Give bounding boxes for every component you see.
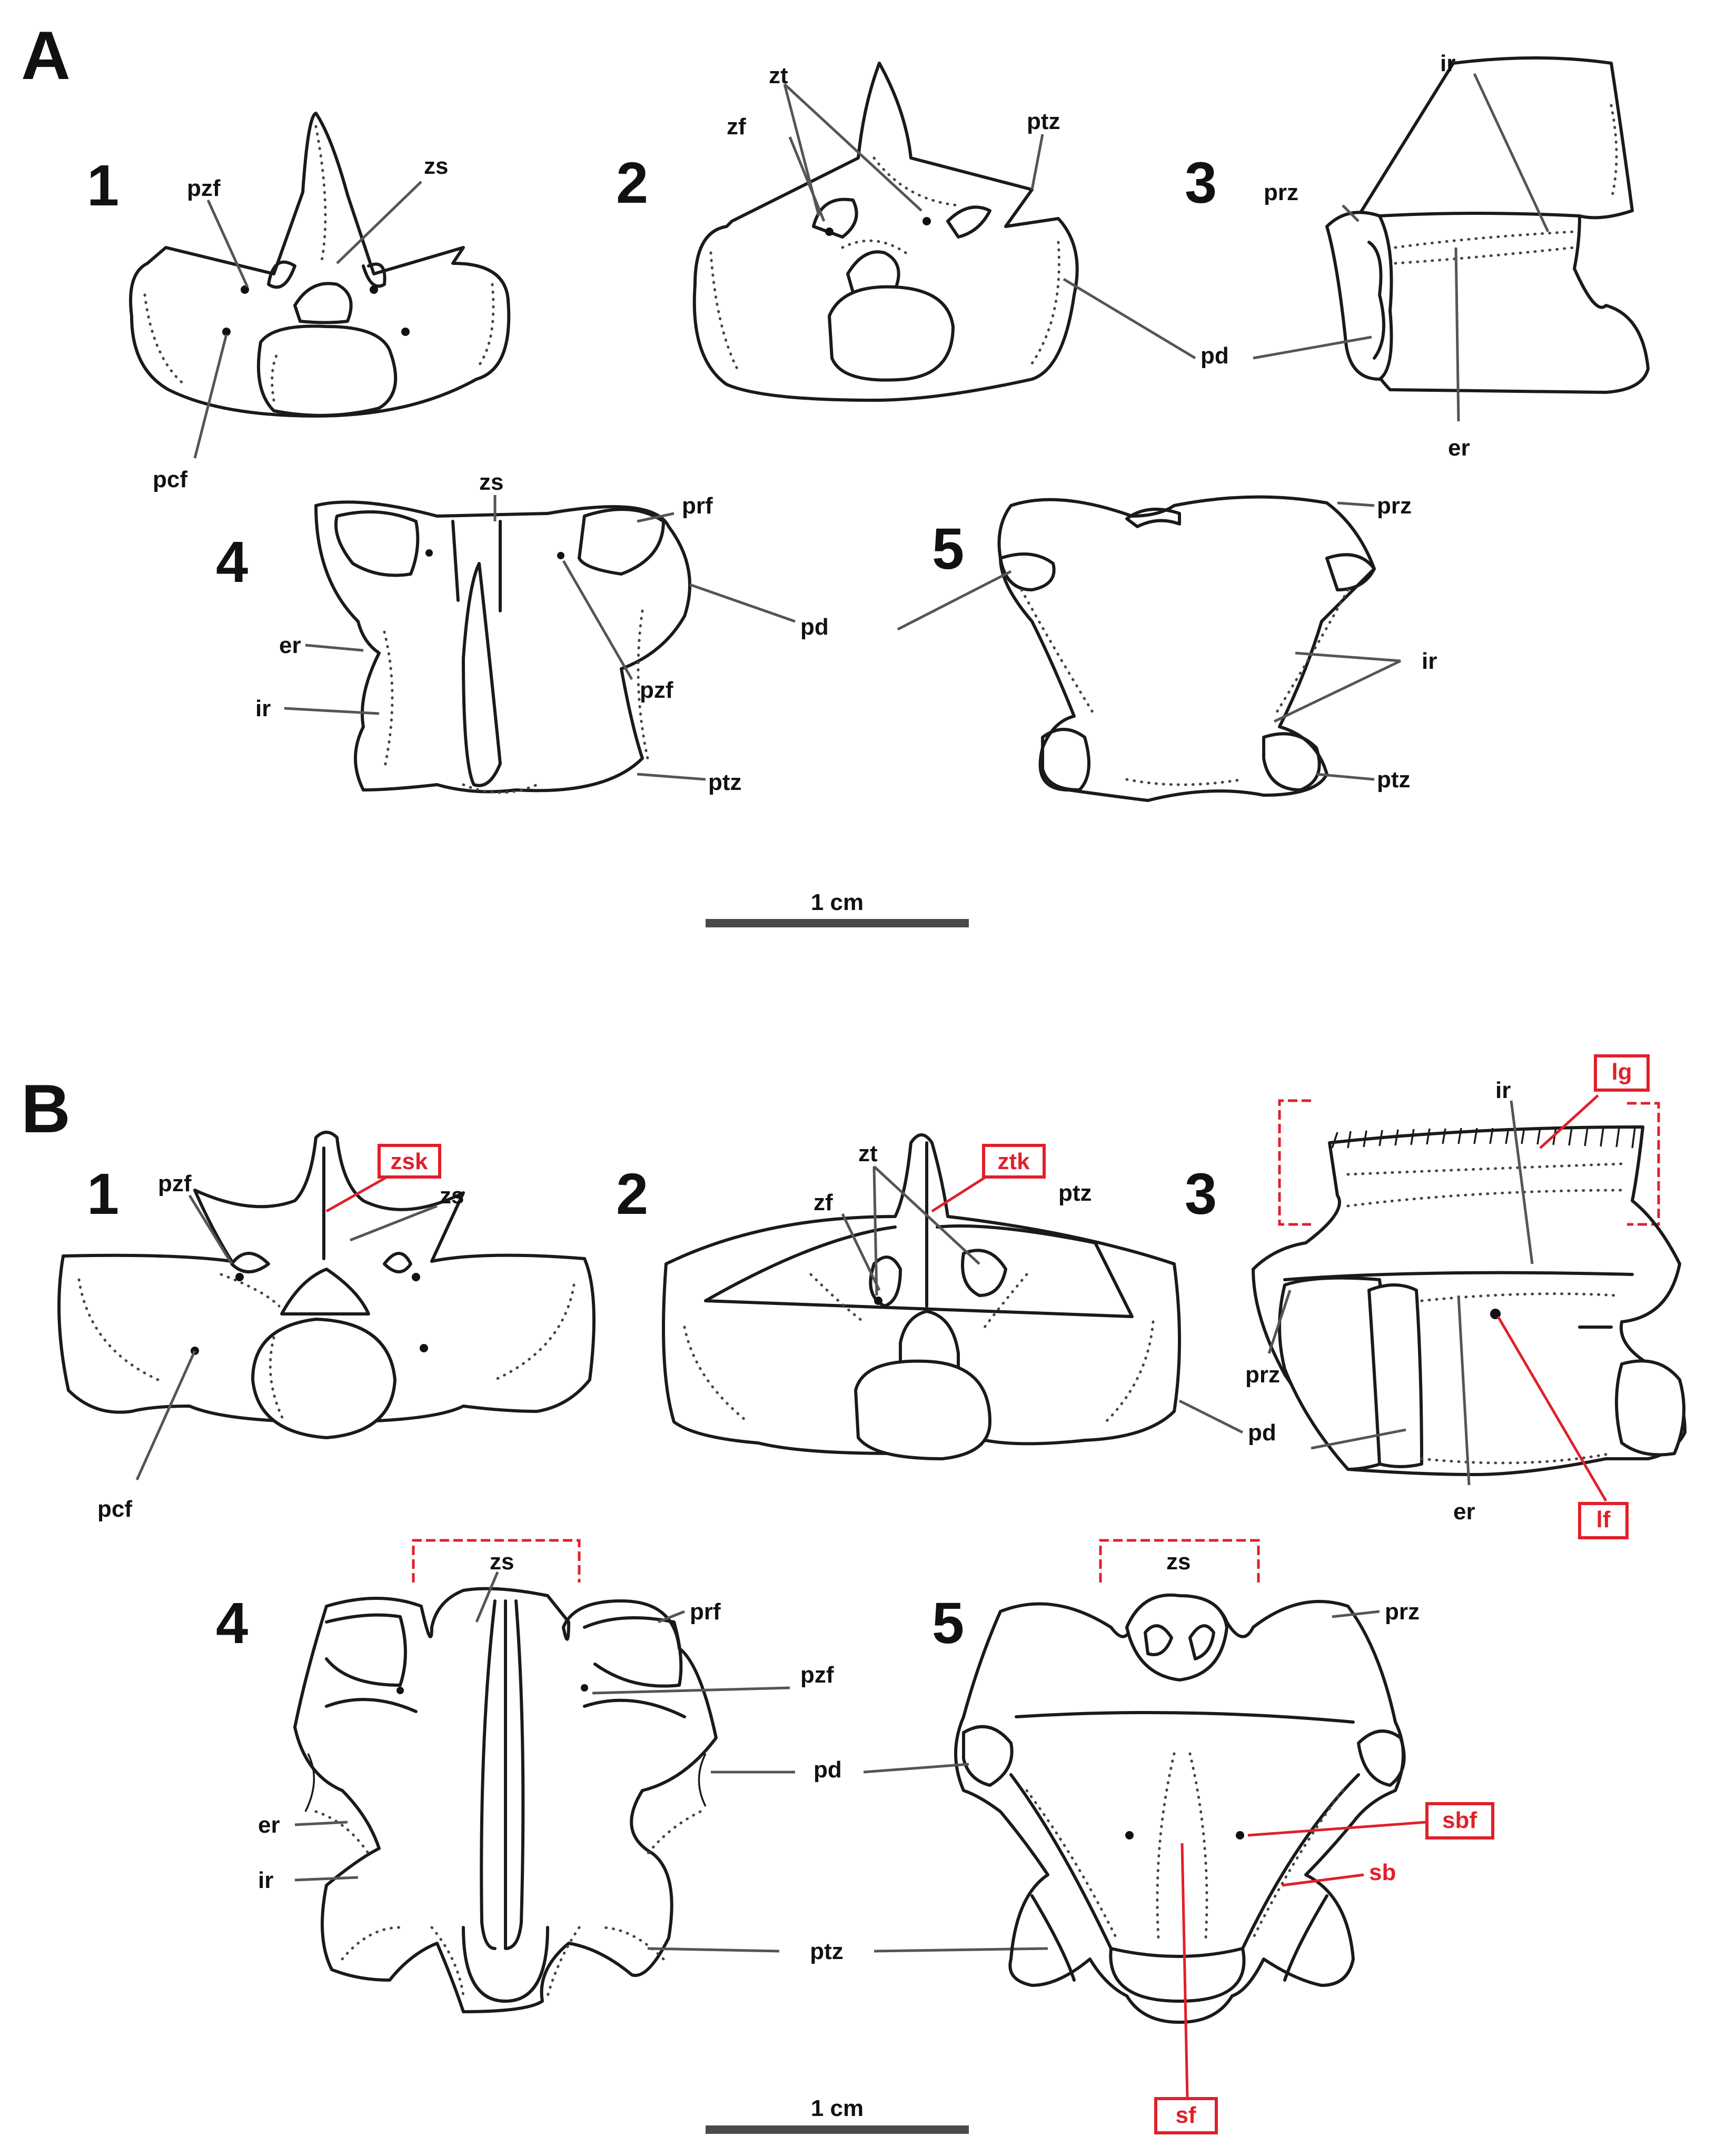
panel-b: B 1 pzf zs pcf zsk 2 (21, 1054, 1687, 2134)
b5-label-sb: sb (1369, 1860, 1396, 1885)
a2-label-pd: pd (1201, 343, 1229, 369)
a4-label-prf: prf (682, 493, 713, 519)
a1-label-pzf: pzf (187, 175, 221, 201)
b5-label-sf: sf (1175, 2102, 1196, 2128)
b1-label-pcf: pcf (97, 1496, 132, 1522)
panel-a-view-3: 3 ir prz er (1185, 51, 1650, 461)
panel-b-view-5: 5 prz zs sbf sb sf (863, 1539, 1494, 2134)
b2-outline (662, 1133, 1181, 1456)
b4-label-ir: ir (258, 1867, 273, 1893)
panel-b-view-2-number: 2 (616, 1162, 648, 1227)
b3-label-prz: prz (1245, 1362, 1280, 1388)
a4-outline (314, 500, 691, 794)
a5-label-ptz: ptz (1377, 767, 1411, 793)
b1-label-zsk: zsk (391, 1149, 428, 1174)
panel-b-view-3-number: 3 (1185, 1162, 1217, 1227)
panel-a-view-1: 1 pzf zs pcf (87, 112, 511, 492)
b5-label-prz: prz (1385, 1599, 1420, 1625)
panel-a-view-3-number: 3 (1185, 151, 1217, 215)
b4-outline (293, 1587, 718, 2013)
panel-a-scale-bar: 1 cm (706, 889, 969, 927)
b3-condyle (1615, 1359, 1685, 1457)
a4-label-pzf: pzf (640, 677, 673, 703)
b2-label-ptz: ptz (1058, 1180, 1092, 1206)
a4-label-er: er (279, 632, 301, 658)
panel-b-view-5-number: 5 (932, 1591, 964, 1656)
b1-cotyle (251, 1318, 396, 1439)
panel-a-view-5-number: 5 (932, 517, 964, 581)
b4-label-ptz: ptz (810, 1939, 844, 1964)
a1-neural-canal (293, 282, 353, 324)
a4-label-ptz: ptz (708, 769, 742, 795)
panel-a-view-5: 5 prz ir ptz (897, 493, 1437, 802)
a-scale-bar-label: 1 cm (811, 889, 864, 915)
a1-label-zs: zs (424, 153, 448, 179)
a4-label-pd: pd (800, 614, 829, 640)
panel-a: A 1 pzf zs pcf 2 (21, 17, 1650, 927)
a4-label-zs: zs (479, 469, 503, 495)
panel-b-view-1: 1 pzf zs pcf zsk (57, 1131, 596, 1522)
a2-outline (692, 62, 1079, 402)
panel-a-view-4-number: 4 (216, 530, 248, 595)
b3-label-ir: ir (1495, 1077, 1511, 1103)
a1-cotyle (256, 324, 398, 417)
a3-prezygapophysis (1325, 211, 1393, 381)
b1-neural-canal (280, 1268, 370, 1316)
panel-b-view-1-number: 1 (87, 1162, 119, 1227)
a2-label-ptz: ptz (1027, 108, 1060, 134)
b4-label-er: er (258, 1812, 280, 1838)
b2-label-zf: zf (814, 1190, 833, 1215)
b-scale-bar-label: 1 cm (811, 2095, 864, 2121)
a3-outline (1346, 56, 1650, 394)
b3-label-er: er (1453, 1499, 1475, 1525)
b1-outline (57, 1131, 596, 1423)
b2-label-zt: zt (858, 1141, 878, 1166)
panel-b-view-4: 4 zs prf pzf pd er ir (216, 1539, 1048, 2013)
panel-b-letter: B (21, 1070, 71, 1147)
a2-label-zf: zf (727, 114, 746, 140)
b5-label-sbf: sbf (1442, 1807, 1477, 1833)
panel-a-view-2: 2 zt zf ptz pd (616, 62, 1229, 402)
panel-b-view-3: 3 ir prz er lg lf (1185, 1054, 1687, 1539)
a3-label-ir: ir (1440, 51, 1455, 76)
b3-label-lf: lf (1596, 1507, 1611, 1532)
b2-condyle (854, 1359, 991, 1460)
panel-b-view-4-number: 4 (216, 1591, 248, 1656)
b4-label-zs: zs (490, 1549, 514, 1575)
a2-condyle (828, 285, 955, 382)
panel-a-view-2-number: 2 (616, 151, 648, 215)
a3-label-er: er (1448, 435, 1470, 461)
a4-label-ir: ir (255, 696, 271, 721)
b2-label-pd: pd (1248, 1420, 1276, 1446)
a-scale-bar-line (706, 919, 969, 927)
b-scale-bar-line (706, 2125, 969, 2134)
a1-outline (129, 112, 511, 418)
panel-a-view-1-number: 1 (87, 153, 119, 218)
b5-condyle-anterior (1125, 1593, 1228, 1682)
panel-a-letter: A (21, 17, 71, 94)
b4-label-pd: pd (814, 1757, 842, 1783)
b3-outline (1252, 1125, 1687, 1476)
a5-label-prz: prz (1377, 493, 1412, 519)
b4-label-pzf: pzf (800, 1662, 834, 1688)
a1-label-pcf: pcf (153, 467, 187, 492)
b2-label-ztk: ztk (997, 1149, 1030, 1174)
panel-a-view-4: 4 zs prf pd pzf er ir ptz (216, 469, 829, 795)
a3-label-prz: prz (1264, 180, 1298, 205)
b1-label-pzf: pzf (158, 1171, 192, 1196)
b5-label-zs: zs (1166, 1549, 1191, 1575)
a2-label-zt: zt (769, 63, 788, 88)
panel-b-view-2: 2 zt zf ptz pd ztk (616, 1133, 1276, 1460)
panel-b-scale-bar: 1 cm (706, 2095, 969, 2134)
a5-outline (997, 495, 1376, 802)
b3-label-lg: lg (1611, 1059, 1632, 1085)
a5-label-ir: ir (1422, 648, 1437, 674)
b1-label-zs: zs (440, 1183, 464, 1209)
b4-label-prf: prf (690, 1599, 721, 1625)
